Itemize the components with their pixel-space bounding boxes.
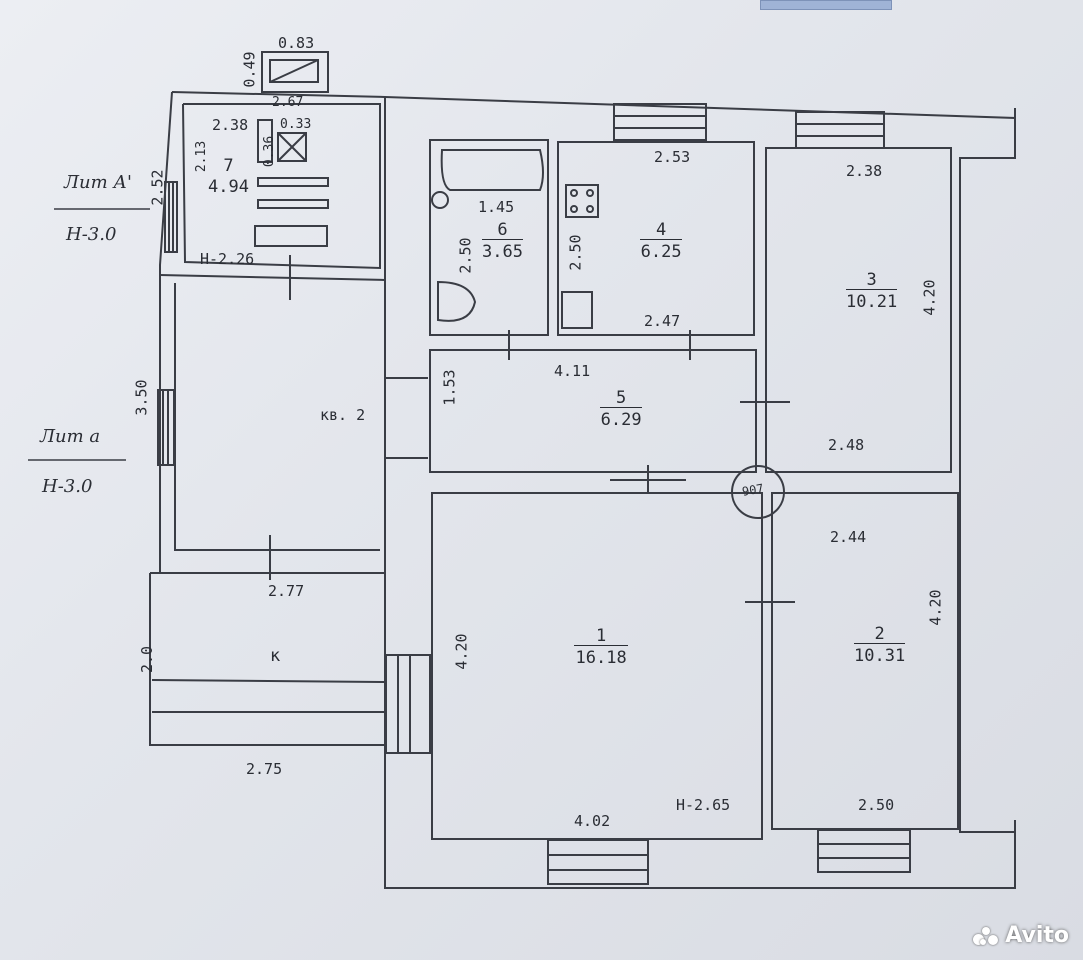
room-4-area: 6.25 — [640, 242, 682, 262]
dim-k-bottom: 2.75 — [246, 760, 283, 778]
dim-r7-small: 0.33 — [280, 117, 312, 132]
stove-circle — [731, 465, 785, 519]
room-1-num: 1 — [574, 628, 629, 646]
dim-r6-side: 2.50 — [456, 237, 475, 274]
dim-left-a1: 2.52 — [148, 169, 167, 206]
dim-r1-bottom: 4.02 — [574, 812, 611, 830]
lit-a1-height: Н-3.0 — [66, 224, 117, 245]
room-1-label: 1 16.18 — [574, 628, 629, 668]
lit-a1-title: Лит А' — [64, 172, 132, 193]
room-6-num: 6 — [482, 222, 523, 240]
room-5-num: 5 — [600, 390, 643, 408]
room-2-area: 10.31 — [854, 646, 906, 666]
room-3-area: 10.21 — [846, 292, 898, 312]
avito-wordmark: Avito — [1005, 923, 1069, 948]
room-7-label: 7 4.94 — [208, 158, 249, 196]
room-4-num: 4 — [640, 222, 683, 240]
dim-top-wall: 2.67 — [272, 95, 304, 110]
room-k-label: к — [270, 646, 281, 666]
dim-r2-top: 2.44 — [830, 528, 867, 546]
dim-top-box-height: 0.49 — [240, 51, 259, 88]
room-7-outline — [182, 103, 381, 270]
lit-a-title: Лит а — [40, 426, 101, 447]
dim-top-box-width: 0.83 — [278, 34, 315, 52]
room-7-area: 4.94 — [208, 177, 249, 197]
dim-r5-side: 1.53 — [440, 369, 459, 406]
room-2-num: 2 — [854, 626, 906, 644]
room-4-label: 4 6.25 — [640, 222, 683, 262]
room-5-outline — [429, 349, 757, 473]
stove-label: 907 — [740, 481, 765, 499]
label-kv: кв. 2 — [320, 406, 366, 424]
dim-r3-bottom: 2.48 — [828, 436, 865, 454]
dim-r6-top: 1.45 — [478, 198, 515, 216]
dim-h226: H-2.26 — [200, 250, 255, 268]
room-6-outline — [429, 139, 549, 336]
dim-r4-side: 2.50 — [566, 234, 585, 271]
top-edge-strip — [760, 0, 892, 10]
dim-h265: H-2.65 — [676, 796, 731, 814]
dim-r2-side: 4.20 — [926, 589, 945, 626]
avito-watermark: Avito — [973, 923, 1069, 948]
dim-r4-top: 2.53 — [654, 148, 691, 166]
vent-box — [261, 51, 329, 93]
room-6-area: 3.65 — [482, 242, 523, 262]
dim-left-a: 3.50 — [132, 379, 151, 416]
dim-r7-side: 2.13 — [194, 140, 210, 173]
dim-r2-bottom: 2.50 — [858, 796, 895, 814]
dim-r4-bottom: 2.47 — [644, 312, 681, 330]
room-3-label: 3 10.21 — [846, 272, 898, 312]
room-5-label: 5 6.29 — [600, 390, 643, 430]
room-2-label: 2 10.31 — [854, 626, 906, 666]
lit-a-height: Н-3.0 — [42, 476, 93, 497]
dim-k-side: 2.0 — [138, 645, 157, 674]
room-7-num: 7 — [223, 156, 234, 176]
dim-r3-side: 4.20 — [920, 279, 939, 316]
room-left-outline — [174, 283, 380, 551]
dim-bottom-277: 2.77 — [268, 582, 305, 600]
avito-logo-icon — [973, 925, 999, 947]
dim-r1-side: 4.20 — [452, 633, 471, 670]
room-5-area: 6.29 — [600, 410, 642, 430]
dim-r5-top: 4.11 — [554, 362, 591, 380]
room-1-area: 16.18 — [575, 648, 627, 668]
room-4-outline — [557, 141, 755, 336]
room-6-label: 6 3.65 — [482, 222, 523, 261]
dim-r3-top: 2.38 — [846, 162, 883, 180]
dim-r7-small2: 0.36 — [262, 135, 278, 168]
room-3-num: 3 — [846, 272, 898, 290]
dim-r7-top: 2.38 — [212, 116, 249, 134]
outer-wall — [149, 91, 1016, 889]
